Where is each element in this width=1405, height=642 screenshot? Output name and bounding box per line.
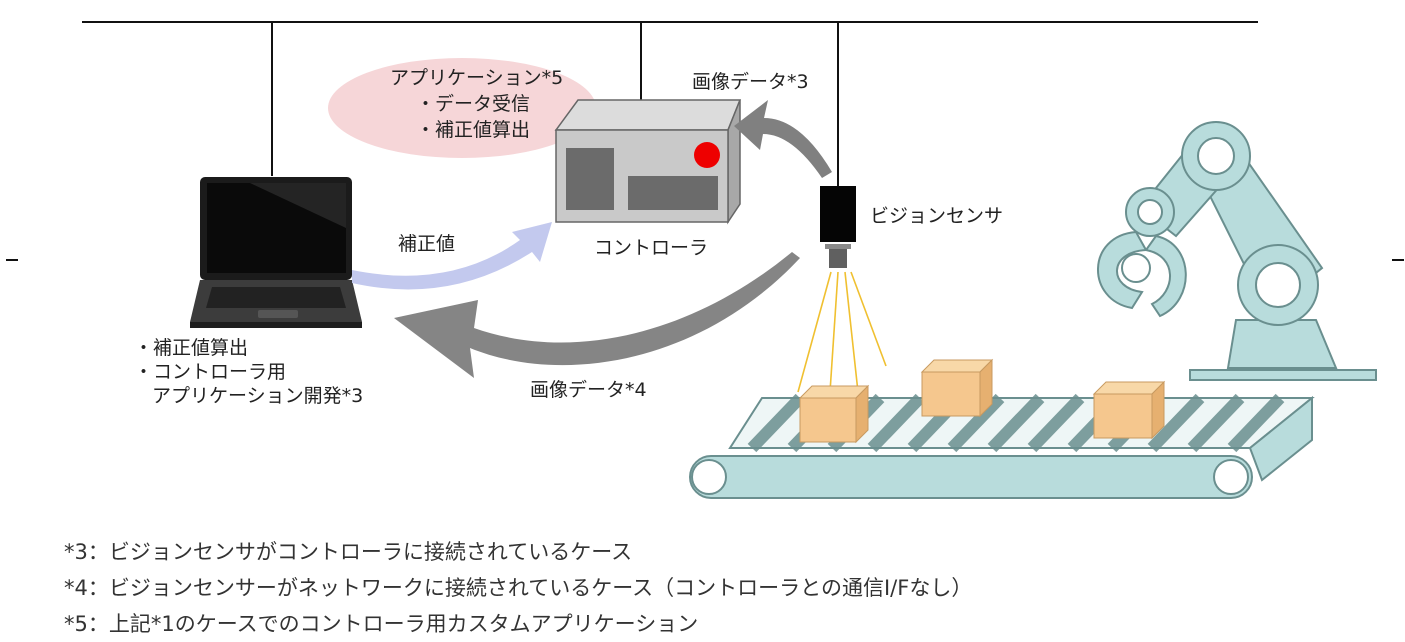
application-bubble — [328, 58, 596, 158]
image-data-3-label: 画像データ*3 — [692, 71, 809, 93]
bubble-item-correction-calc: ・補正値算出 — [416, 119, 531, 141]
bubble-title: アプリケーション*5 — [390, 67, 564, 89]
laptop-note-correction: ・補正値算出 — [134, 337, 249, 359]
indicator-light — [694, 142, 720, 168]
laptop-note-controller: ・コントローラ用 — [134, 361, 287, 383]
box-1 — [798, 384, 870, 444]
vision-sensor-icon — [820, 186, 856, 268]
conveyor-icon — [689, 393, 1315, 499]
arrow-image-data-network — [394, 252, 800, 378]
box-2 — [920, 358, 994, 418]
correction-value-label: 補正値 — [398, 233, 456, 255]
bubble-item-data-receive: ・データ受信 — [416, 93, 531, 115]
laptop-icon — [190, 177, 362, 328]
controller-icon — [554, 99, 742, 225]
laptop-note-app-dev: アプリケーション開発*3 — [152, 385, 364, 407]
footnote-3: *3：ビジョンセンサがコントローラに接続されているケース — [64, 540, 633, 564]
arrow-sensor-to-controller — [734, 100, 832, 178]
footnote-4: *4：ビジョンセンサーがネットワークに接続されているケース（コントローラとの通信… — [64, 576, 973, 600]
box-3 — [1092, 380, 1166, 440]
vision-sensor-label: ビジョンセンサ — [870, 205, 1004, 227]
image-data-4-label: 画像データ*4 — [530, 379, 647, 401]
robot-arm-icon — [1097, 121, 1377, 381]
controller-label: コントローラ — [594, 237, 709, 259]
light-beams — [797, 271, 887, 393]
arrow-correction-value — [352, 222, 552, 290]
footnote-5: *5：上記*1のケースでのコントローラ用カスタムアプリケーション — [64, 612, 699, 636]
